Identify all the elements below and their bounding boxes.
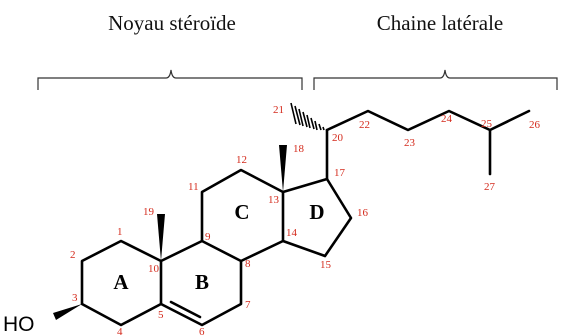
carbon-number-8: 8 (245, 258, 251, 270)
methyl-18-wedge (279, 145, 287, 192)
hashed-bond-c20-c21 (290, 102, 325, 131)
carbon-number-12: 12 (236, 154, 247, 166)
carbon-number-6: 6 (199, 326, 205, 335)
double-bond-c5-c6 (169, 300, 202, 319)
ring-label-a: A (113, 270, 129, 294)
carbon-number-9: 9 (205, 231, 211, 243)
carbon-number-11: 11 (188, 181, 199, 193)
carbon-number-18: 18 (293, 143, 305, 155)
hydroxyl-group-label: HO (3, 313, 35, 335)
hydroxyl-wedge (53, 304, 82, 320)
carbon-number-20: 20 (332, 132, 344, 144)
carbon-number-2: 2 (70, 249, 76, 261)
ring-label-b: B (195, 270, 209, 294)
ring-label-c: C (234, 200, 249, 224)
carbon-number-16: 16 (357, 207, 369, 219)
carbon-number-13: 13 (268, 194, 280, 206)
carbon-number-4: 4 (117, 326, 123, 335)
carbon-number-24: 24 (441, 113, 453, 125)
carbon-number-21: 21 (273, 104, 284, 116)
carbon-number-26: 26 (529, 119, 541, 131)
ring-label-d: D (309, 200, 324, 224)
brace-side-chain (313, 69, 558, 90)
ring-d-bonds (281, 177, 353, 258)
heading-side-chain: Chaine latérale (377, 11, 504, 35)
carbon-number-23: 23 (404, 137, 416, 149)
carbon-number-14: 14 (286, 227, 298, 239)
carbon-number-1: 1 (117, 226, 123, 238)
carbon-number-19: 19 (143, 206, 155, 218)
carbon-number-3: 3 (72, 292, 78, 304)
carbon-number-15: 15 (320, 259, 332, 271)
ring-c-bonds (200, 168, 285, 263)
carbon-number-17: 17 (334, 167, 346, 179)
carbon-number-10: 10 (148, 263, 160, 275)
carbon-number-22: 22 (359, 119, 370, 131)
carbon-number-25: 25 (481, 118, 493, 130)
carbon-number-5: 5 (158, 309, 164, 321)
methyl-19-wedge (157, 214, 165, 261)
carbon-number-27: 27 (484, 181, 496, 193)
side-chain-bonds (325, 109, 531, 132)
ring-b-bonds (159, 239, 243, 327)
carbon-number-7: 7 (245, 299, 251, 311)
brace-steroid-nucleus (37, 69, 303, 90)
heading-steroid-nucleus: Noyau stéroïde (108, 11, 236, 35)
